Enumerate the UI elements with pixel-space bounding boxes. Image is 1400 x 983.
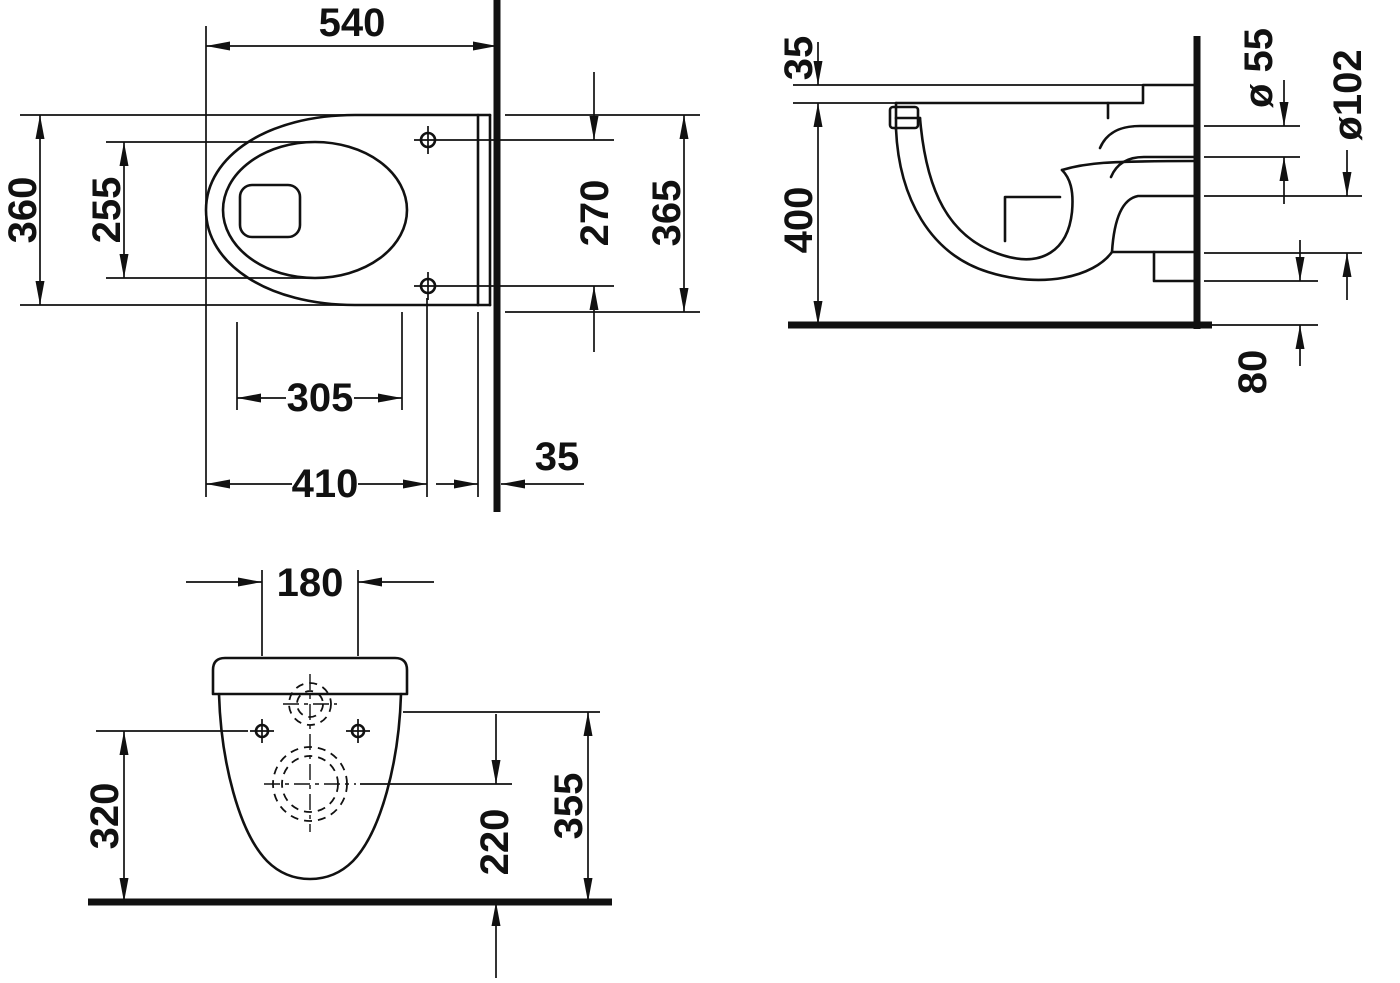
dim-label-320: 320 bbox=[83, 783, 127, 850]
dim-label-55: ø 55 bbox=[1237, 28, 1281, 108]
dim-label-305: 305 bbox=[287, 376, 354, 420]
trapway-detail bbox=[1003, 195, 1062, 243]
dim-label-270: 270 bbox=[573, 180, 617, 247]
bowl-top-outline bbox=[894, 83, 1198, 105]
dim-label-400: 400 bbox=[777, 187, 821, 254]
dim-label-410: 410 bbox=[292, 462, 359, 506]
bowl-water-area bbox=[238, 183, 302, 239]
cistern-cover bbox=[211, 656, 409, 696]
bowl-bottom-outline bbox=[894, 127, 1198, 282]
top-view: 540 360 255 270 365 305 410 35 bbox=[1, 0, 700, 512]
dim-label-35: 35 bbox=[777, 36, 821, 81]
dim-label-255: 255 bbox=[85, 177, 129, 244]
bowl-inner-profile bbox=[918, 116, 1074, 261]
dim-label-180: 180 bbox=[277, 561, 344, 605]
dim-label-540: 540 bbox=[319, 1, 386, 45]
bowl-inner-rim bbox=[221, 140, 409, 280]
flush-channel-upper bbox=[1098, 124, 1198, 150]
mounting-block bbox=[1152, 250, 1198, 283]
flush-channel-lower bbox=[1109, 155, 1198, 179]
side-view: 35 400 ø 55 ø102 80 bbox=[777, 28, 1370, 394]
dim-label-80: 80 bbox=[1231, 350, 1275, 395]
dim-label-365: 365 bbox=[645, 180, 689, 247]
front-view: 180 320 220 355 bbox=[83, 561, 612, 978]
dim-label-360: 360 bbox=[1, 177, 45, 244]
dim-label-220: 220 bbox=[473, 809, 517, 876]
dim-label-102: ø102 bbox=[1326, 49, 1370, 140]
outlet-pipe-top bbox=[1110, 194, 1198, 254]
sump-channel bbox=[1060, 159, 1198, 172]
dim-label-35: 35 bbox=[535, 435, 580, 479]
bowl-outline bbox=[204, 113, 492, 307]
body-outline bbox=[217, 692, 403, 881]
dim-label-355: 355 bbox=[547, 773, 591, 840]
